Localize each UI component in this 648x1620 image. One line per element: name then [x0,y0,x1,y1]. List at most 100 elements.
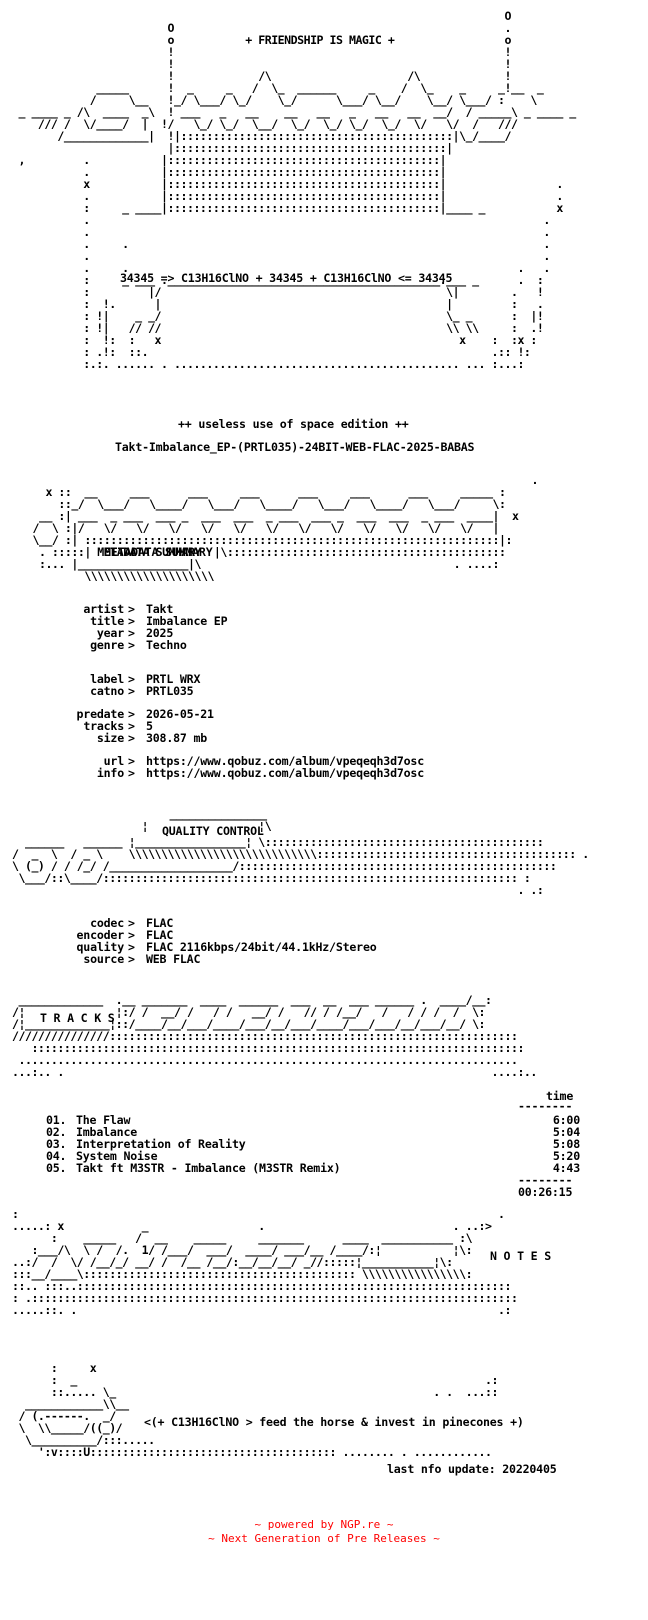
track-number: 04. [46,1149,67,1163]
metadata-key: artist [83,602,124,616]
metadata-banner-line: x :: __ ___ ___ ___ ___ ___ ___ _____ : [26,485,506,499]
quality-value: FLAC 2116kbps/24bit/44.1kHz/Stereo [146,940,377,954]
quality-key: quality [76,940,125,954]
track-time: 5:20 [552,1149,580,1163]
tracks-banner-art-3: /¦_____________¦::/____/__/___/____/___/… [12,1017,486,1031]
metadata-separator: > [128,731,135,745]
formula-line: 34345 => C13H16ClNO + 34345 + C13H16ClNO… [120,271,453,285]
quality-value: FLAC [146,928,174,942]
header-art-line: |:::::::::::::::::::::::::::::::::::::::… [12,141,454,155]
header-art-line: , . |:::::::::::::::::::::::::::::::::::… [12,153,447,167]
metadata-value: 5 [146,719,153,733]
quality-key: encoder [76,928,125,942]
notes-art-8: ':v::::U::::::::::::::::::::::::::::::::… [12,1445,492,1459]
header-art-line: / \__ !_/ \___/ \_/ \_/ \___/ \__/ \__/ … [12,93,538,107]
tracks-time-rule: -------- [518,1099,573,1113]
metadata-value: PRTL WRX [146,672,201,686]
metadata-key: genre [90,638,124,652]
notes-banner-art-3: : _____ / __ _____ _______ ____ ________… [12,1231,473,1245]
notes-art-1: : x [12,1361,97,1375]
quality-separator: > [128,916,135,930]
header-art-line: : !. | | : . [12,297,544,311]
header-art-line: /// / \/____/ | !/ \_/ \_/ \__/ \_/ \_/ … [12,117,518,131]
track-time: 6:00 [552,1113,580,1127]
metadata-banner-line: __ :| ___ _ ___ ___ _ ___ ___ _ ___ ___ … [26,509,519,523]
notes-banner-art-9: .....::. . .: [12,1303,511,1317]
quality-separator: > [128,940,135,954]
quality-key: source [83,952,124,966]
header-art-line: . |:::::::::::::::::::::::::::::::::::::… [12,189,563,203]
quality-separator: > [128,928,135,942]
metadata-separator: > [128,684,135,698]
edition-line: ++ useless use of space edition ++ [178,417,409,431]
track-number: 01. [46,1113,67,1127]
track-number: 03. [46,1137,67,1151]
metadata-key: url [103,754,125,768]
metadata-banner-line: . :::::| METADATA SUMMARY |\::::::::::::… [26,545,506,559]
metadata-separator: > [128,719,135,733]
header-art-line: : !: : x x : :x : [12,333,537,347]
header-art-line: . . . . [12,261,550,275]
header-art-line: _____ ! _ _ / \_ ______ _ / \_ _ _!__ _ [12,81,544,95]
header-art-line: : _ ____|:::::::::::::::::::::::::::::::… [12,201,563,215]
track-title: Takt ft M3STR - Imbalance (M3STR Remix) [76,1161,341,1175]
last-update: last nfo update: 20220405 [387,1462,557,1476]
tracks-banner-art-7: ...:.. . ....:.. [12,1065,537,1079]
metadata-key: title [90,614,124,628]
notes-art-3: ::..... \_ . . ...:: [12,1385,499,1399]
metadata-banner-line: \\\\\\\\\\\\\\\\\\\\ [26,569,214,583]
notes-banner-art-8: : .:::::::::::::::::::::::::::::::::::::… [12,1291,518,1305]
nfo-document: O O . o + FRIENDSHIP IS MAGIC + o ! [12,9,589,1476]
notes-banner-art-6: :::__/____\:::::::::::::::::::::::::::::… [12,1267,473,1281]
quality-value: FLAC [146,916,174,930]
metadata-separator: > [128,626,135,640]
notes-art-5: / (.------. _/ [12,1409,116,1423]
metadata-banner-line: . [26,473,538,487]
track-time: 5:08 [552,1137,580,1151]
header-art-line: : !| _ _/ \_ _ : |! [12,309,544,323]
header-art-line: O [12,9,511,23]
header-art-line: : |/ \| . ! [12,285,544,299]
metadata-banner-line: \__/ :| ::::::::::::::::::::::::::::::::… [26,533,513,547]
footer-powered-by: ~ powered by NGP.re ~ [254,1518,394,1531]
metadata-key: size [96,731,124,745]
section-title-quality: QUALITY CONTROL [162,824,264,838]
notes-banner-art-1: : . [12,1207,505,1221]
quality-banner-row: ¦ ¦\ [12,819,272,833]
header-art-line: : !| // // \\ \\ : .! [12,321,544,335]
metadata-value: 2025 [146,626,174,640]
header-art-line: : .!: ::. .:: !: [12,345,531,359]
header-art-line: . . [12,249,550,263]
metadata-key: predate [76,707,125,721]
notes-banner-art-5: ..:/ / \/ /__/_/ __/ / /__ /__/:__/__/__… [12,1255,453,1269]
tracks-banner-art-6: ........................................… [12,1053,518,1067]
metadata-value: Techno [146,638,187,652]
section-title-tracks: T R A C K S [40,1011,115,1025]
quality-key: codec [90,916,124,930]
header-art-line: ! ! [12,57,512,71]
quality-banner-art-1: ______ ______ ¦_________________¦ \:::::… [12,835,544,849]
tracks-banner-art-5: ::::::::::::::::::::::::::::::::::::::::… [12,1041,524,1055]
tracks-total-rule: -------- [518,1173,573,1187]
notes-line: <(+ C13H16ClNO > feed the horse & invest… [144,1415,524,1429]
header-art-line: . . . [12,237,550,251]
section-title-metadata: METADATA SUMMARY [104,545,213,559]
quality-value: WEB FLAC [146,952,201,966]
header-art-line: o + FRIENDSHIP IS MAGIC + o [12,33,512,47]
track-title: Imbalance [76,1125,138,1139]
metadata-separator: > [128,638,135,652]
metadata-separator: > [128,602,135,616]
section-title-notes: N O T E S [490,1249,552,1263]
metadata-key: info [96,766,124,780]
metadata-banner-line: / \ :|/ \/ \/ \/ \/ \/ \/ \/ \/ \/ \/ \/… [26,521,500,535]
notes-banner-art-2: .....: x _ . . ..:> [12,1219,492,1233]
metadata-key: label [90,672,124,686]
quality-separator: > [128,952,135,966]
metadata-banner-line: :... |_________________|\ . ....: [26,557,500,571]
header-art-line: x |:::::::::::::::::::::::::::::::::::::… [12,177,563,191]
tracks-banner-art-2: /¦ ¦:/ / __/ / / / __/ / // / /__/ / / /… [12,1005,486,1019]
metadata-key: catno [90,684,124,698]
header-art-line: . |:::::::::::::::::::::::::::::::::::::… [12,165,447,179]
header-art-line: :.:. ...... . ..........................… [12,357,524,371]
metadata-value: 308.87 mb [146,731,208,745]
